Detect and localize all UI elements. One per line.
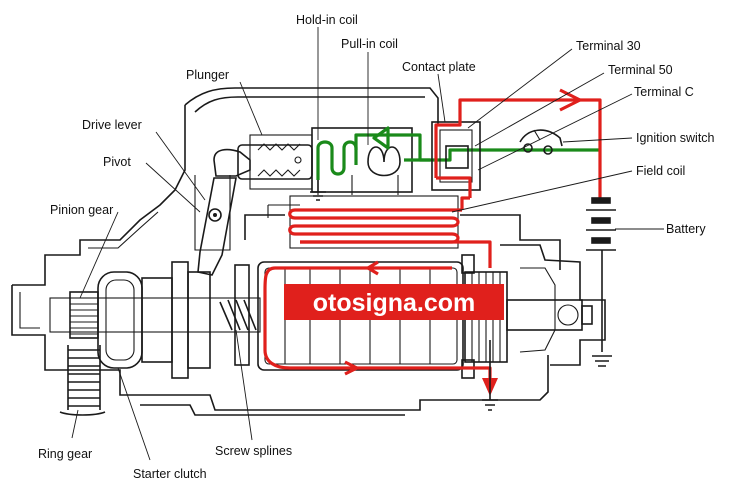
watermark-background <box>284 284 504 320</box>
label-ring-gear: Ring gear <box>38 447 92 461</box>
main-current-path <box>263 240 498 411</box>
battery-drawing <box>586 190 616 367</box>
starter-housing <box>11 87 606 416</box>
label-starter-clutch: Starter clutch <box>133 467 207 481</box>
leader-lines <box>71 27 664 461</box>
label-screw-splines: Screw splines <box>215 444 292 458</box>
ignition-switch-drawing <box>519 129 563 155</box>
starter-clutch-drawing <box>97 261 211 379</box>
label-field-coil: Field coil <box>636 164 685 178</box>
watermark-badge: otosigna.com <box>284 284 504 320</box>
field-coil <box>288 195 470 249</box>
drive-train <box>49 261 261 416</box>
label-pull-in-coil: Pull-in coil <box>341 37 398 51</box>
label-terminal-c: Terminal C <box>634 85 694 99</box>
screw-splines-drawing <box>219 299 257 331</box>
label-ignition-switch: Ignition switch <box>636 131 715 145</box>
solenoid <box>237 126 600 201</box>
label-drive-lever: Drive lever <box>82 118 142 132</box>
label-pinion-gear: Pinion gear <box>50 203 113 217</box>
label-battery: Battery <box>666 222 706 236</box>
label-pivot: Pivot <box>103 155 131 169</box>
labels: Hold-in coil Pull-in coil Contact plate … <box>38 13 715 481</box>
label-terminal-50: Terminal 50 <box>608 63 673 77</box>
label-plunger: Plunger <box>186 68 229 82</box>
watermark-text: otosigna.com <box>313 289 476 317</box>
label-contact-plate: Contact plate <box>402 60 476 74</box>
pinion-gear-drawing <box>69 291 99 339</box>
terminal-block <box>431 88 602 198</box>
drive-lever-drawing <box>197 148 251 276</box>
label-hold-in-coil: Hold-in coil <box>296 13 358 27</box>
label-terminal-30: Terminal 30 <box>576 39 641 53</box>
ring-gear-drawing <box>59 345 106 416</box>
